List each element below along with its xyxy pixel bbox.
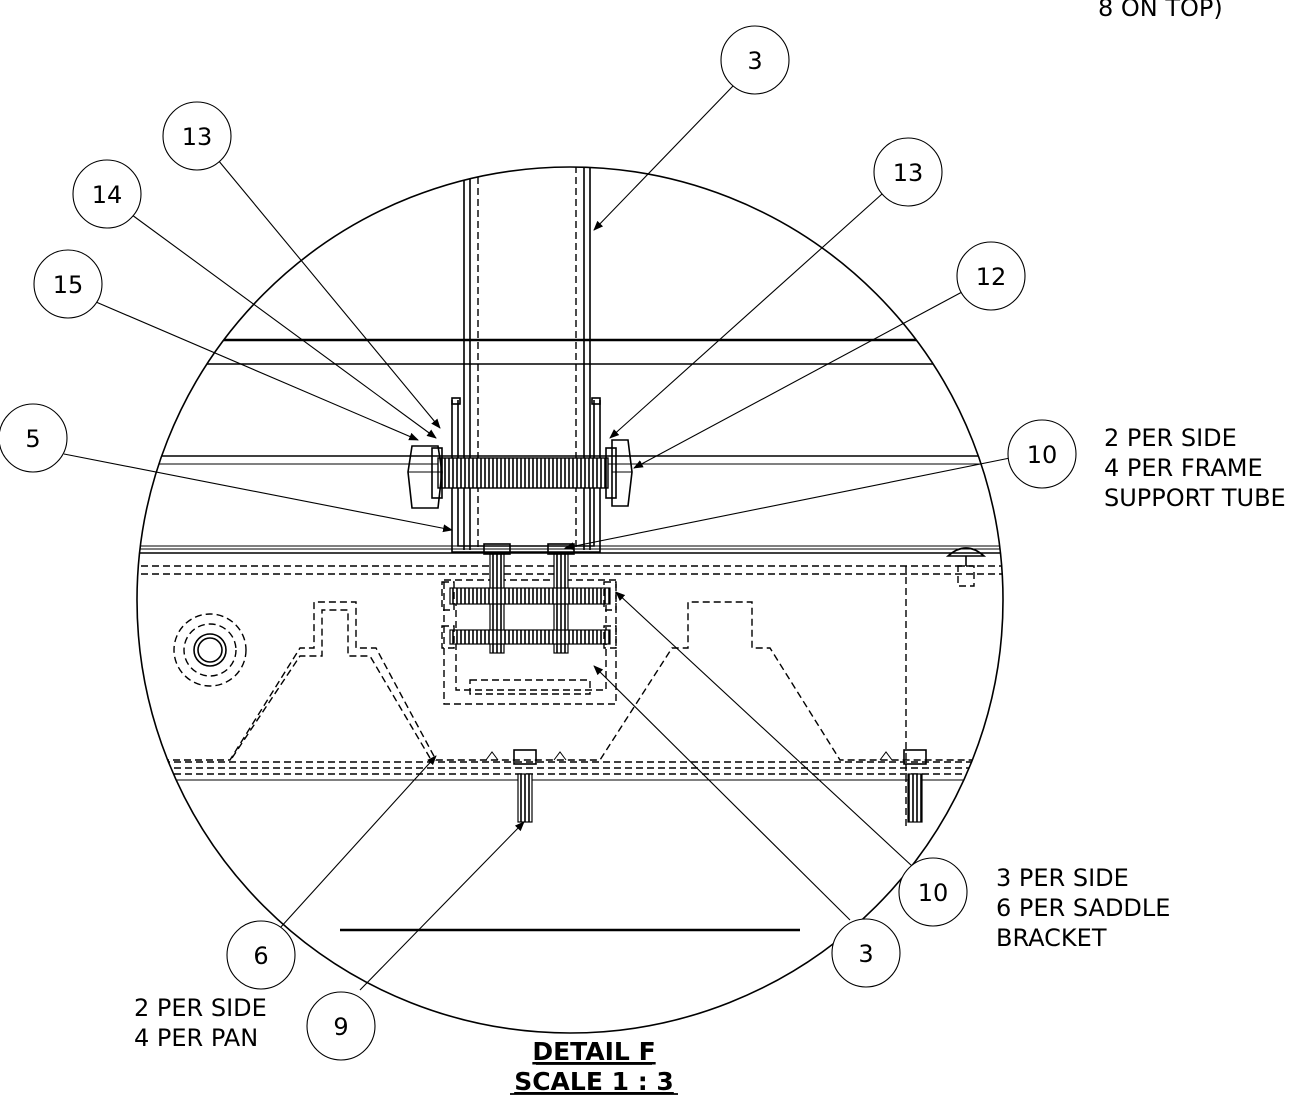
balloon-label: 15 — [53, 271, 84, 299]
note-saddle-bracket: 3 PER SIDE 6 PER SADDLE BRACKET — [996, 864, 1170, 952]
balloon-14: 14 — [72, 159, 142, 229]
balloon-3-bottom: 3 — [831, 918, 901, 988]
balloon-label: 14 — [92, 181, 123, 209]
note-line: 3 PER SIDE — [996, 864, 1129, 892]
note-line: SUPPORT TUBE — [1104, 484, 1286, 512]
balloon-label: 3 — [747, 47, 762, 75]
title-line-2: SCALE 1 : 3 — [514, 1067, 674, 1096]
note-line: BRACKET — [996, 924, 1107, 952]
detail-title: DETAIL F SCALE 1 : 3 — [510, 1037, 678, 1096]
balloon-5: 5 — [0, 403, 68, 473]
balloon-12: 12 — [956, 241, 1026, 311]
balloon-label: 5 — [25, 425, 40, 453]
balloon-6: 6 — [226, 920, 296, 990]
note-line: 4 PER PAN — [134, 1024, 258, 1052]
balloon-label: 13 — [893, 159, 924, 187]
balloon-9: 9 — [306, 991, 376, 1061]
title-line-1: DETAIL F — [532, 1037, 655, 1066]
balloon-label: 10 — [1027, 441, 1058, 469]
detail-geometry — [137, 167, 1003, 932]
balloon-label: 9 — [333, 1013, 348, 1041]
note-line: 4 PER FRAME — [1104, 454, 1263, 482]
balloon-label: 13 — [182, 123, 213, 151]
balloon-13-right: 13 — [873, 137, 943, 207]
balloon-15: 15 — [33, 249, 103, 319]
balloon-label: 10 — [918, 879, 949, 907]
leader-lines — [63, 85, 1011, 991]
detail-boundary-circle — [136, 166, 1004, 1034]
balloon-13-left: 13 — [162, 101, 232, 171]
corner-note: 8 ON TOP) — [1098, 0, 1223, 22]
balloon-3-top: 3 — [720, 25, 790, 95]
note-line: 6 PER SADDLE — [996, 894, 1170, 922]
balloon-label: 3 — [858, 940, 873, 968]
note-line: 2 PER SIDE — [1104, 424, 1237, 452]
note-line: 2 PER SIDE — [134, 994, 267, 1022]
balloon-10-bottom: 10 — [898, 857, 968, 927]
balloon-10-top: 10 — [1007, 419, 1077, 489]
balloon-label: 6 — [253, 942, 268, 970]
note-pan: 2 PER SIDE 4 PER PAN — [134, 994, 267, 1052]
note-frame-support: 2 PER SIDE 4 PER FRAME SUPPORT TUBE — [1104, 424, 1286, 512]
balloon-label: 12 — [976, 263, 1007, 291]
